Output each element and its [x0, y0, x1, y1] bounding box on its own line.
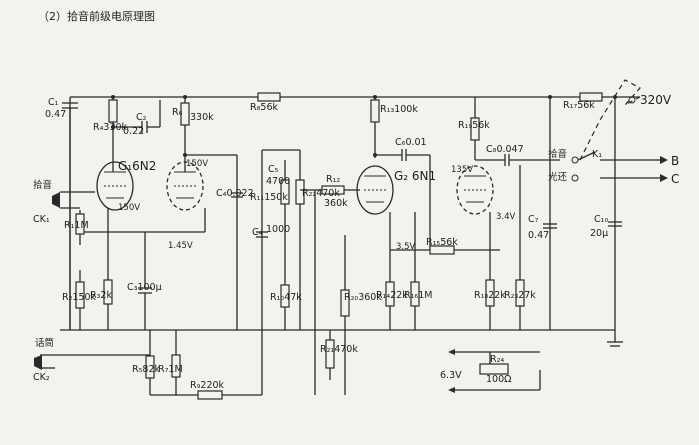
- resistor-r13: [370, 95, 380, 158]
- caption: （2）拾音前级电原理图: [38, 10, 155, 23]
- r11-label: R₁₁150k: [250, 192, 288, 203]
- mic-jack-icon: [34, 354, 60, 370]
- tube-g2-left: [356, 165, 394, 215]
- r21-label: R₂₁470k: [320, 344, 358, 355]
- switch-pos1-label: 拾音: [548, 148, 567, 160]
- capacitor-c2: [111, 100, 161, 133]
- r4-label: R₄330k: [93, 122, 128, 133]
- g2-cathode-voltage: 3.5V: [396, 242, 416, 252]
- r19-label: R₁₉56k: [458, 120, 490, 131]
- tube-g2-right: [456, 165, 494, 215]
- capacitor-c10: [608, 95, 622, 330]
- r15-label: R₁₅56k: [426, 237, 458, 248]
- switch-icon: [571, 79, 668, 182]
- c7-value: 0.47: [528, 230, 549, 241]
- r7-label: R₇1M: [158, 364, 183, 375]
- c4b-value: 1000: [266, 224, 290, 235]
- ck2-label: CK₂: [33, 372, 50, 383]
- ck1-label: CK₁: [33, 214, 50, 225]
- supply-voltage-label: 320V: [640, 93, 672, 107]
- c1-value: 0.47: [45, 109, 66, 120]
- jack-icon: [52, 191, 95, 209]
- r17-label: R₁₇56k: [563, 100, 595, 111]
- resistor-r17: [543, 92, 603, 330]
- c10-value: 20μ: [590, 228, 608, 239]
- g1-plate1-voltage: 150V: [118, 203, 140, 213]
- c4-label: C₄0.022: [216, 188, 254, 199]
- c6-label: C₆0.01: [395, 137, 427, 148]
- ground-icon: [607, 330, 623, 347]
- tube-g1-left: [96, 157, 134, 211]
- mic-input-label: 话筒: [35, 337, 54, 349]
- g1-name-label: G₁6N2: [118, 159, 156, 173]
- c3-label: C₃100μ: [127, 282, 162, 293]
- resistor-r19: [470, 97, 480, 160]
- resistor-r6: [180, 95, 190, 157]
- g1-output-wire: [183, 153, 243, 330]
- r16-label: R₁₆1M: [404, 290, 432, 301]
- c5-label: C₅: [268, 164, 279, 175]
- r13-label: R₁₃100k: [380, 104, 418, 115]
- heater-supply: [448, 349, 541, 393]
- r14-label: R₁₄22k: [376, 290, 408, 301]
- capacitor-c6: [373, 149, 431, 250]
- r24-value: 100Ω: [486, 374, 511, 385]
- g2-right-cathode: [485, 165, 525, 330]
- switch-pos2-label: 光还: [548, 171, 568, 183]
- heater-voltage-label: 6.3V: [440, 370, 462, 381]
- c4b-label: C₄: [252, 227, 263, 238]
- capacitor-c8: [475, 154, 560, 166]
- r24-label: R₂₄: [490, 354, 504, 365]
- r2-label: R₂150k: [62, 292, 97, 303]
- r12-label: R₁₂: [326, 174, 340, 185]
- mic-network: [60, 150, 263, 400]
- r8-label: R₈56k: [250, 102, 278, 113]
- g1-plate2-voltage: 150V: [186, 159, 208, 169]
- g1-cathode-voltage: 1.45V: [168, 241, 193, 251]
- tube-g1-right: [166, 157, 204, 211]
- r6-label: R₆: [172, 107, 183, 118]
- c1-label: C₁: [48, 97, 59, 108]
- r18-label: R₁₈22k: [474, 290, 506, 301]
- g2-name-label: G₂ 6N1: [394, 169, 436, 183]
- c5-value: 4700: [266, 176, 290, 187]
- pickup-input-label: 拾音: [33, 179, 52, 191]
- r1-label: R₁1M: [64, 220, 89, 231]
- volume-chain: [314, 190, 350, 395]
- switch-name-label: K₁: [592, 149, 602, 160]
- r12-value: 360k: [324, 198, 348, 209]
- r3-label: R₃2k: [90, 290, 112, 301]
- c2-label: C₂: [136, 112, 147, 123]
- r10-label: R₁₀47k: [270, 292, 302, 303]
- c10-label: C₁₀: [594, 214, 608, 225]
- output-c-label: C: [671, 172, 679, 186]
- resistor-r8: [257, 92, 281, 102]
- r9-label: R₉220k: [190, 380, 225, 391]
- c7-label: C₇: [528, 214, 539, 225]
- tone-network: [256, 149, 305, 330]
- r6-value: 330k: [190, 112, 214, 123]
- cathode-network-left: [75, 208, 206, 330]
- r23-label: R₂₃27k: [504, 290, 536, 301]
- r20-label: R₂₀360k: [344, 292, 382, 303]
- g2-cathode-network: [385, 212, 500, 330]
- c8-label: C₈0.047: [486, 144, 524, 155]
- c2-value: 0.22: [123, 126, 144, 137]
- g2-plate2-voltage: 135V: [451, 165, 473, 175]
- r5-label: R₅82k: [132, 364, 160, 375]
- capacitor-c1: [62, 102, 78, 330]
- output-b-label: B: [671, 154, 679, 168]
- r22-label: R₂₂470k: [302, 188, 340, 199]
- g2-cathode2-voltage: 3.4V: [496, 212, 516, 222]
